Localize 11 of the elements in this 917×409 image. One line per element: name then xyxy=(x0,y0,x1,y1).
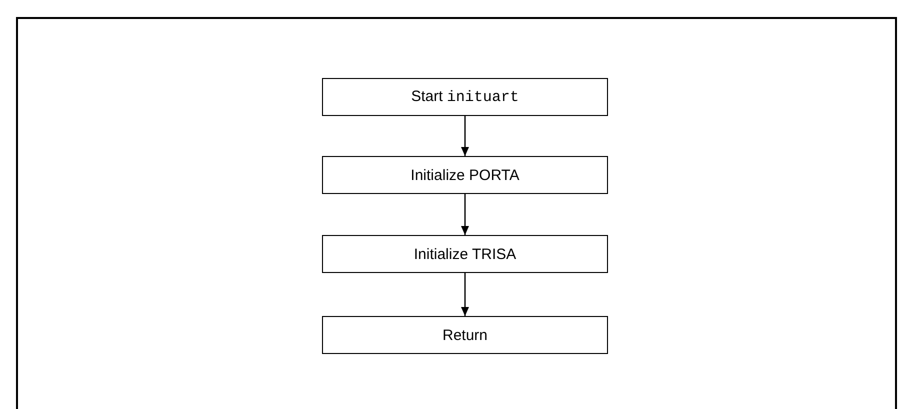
box-label: Return xyxy=(442,326,488,344)
arrow xyxy=(461,273,469,316)
process-box xyxy=(322,235,608,273)
box-label: Initialize TRISA xyxy=(414,246,516,262)
box-label: Initialize PORTA xyxy=(410,166,520,184)
arrow xyxy=(461,194,469,235)
arrow xyxy=(461,116,469,156)
process-box xyxy=(322,156,608,194)
box-label: Start inituart xyxy=(411,88,519,106)
process-box xyxy=(322,316,608,354)
process-box xyxy=(322,78,608,116)
